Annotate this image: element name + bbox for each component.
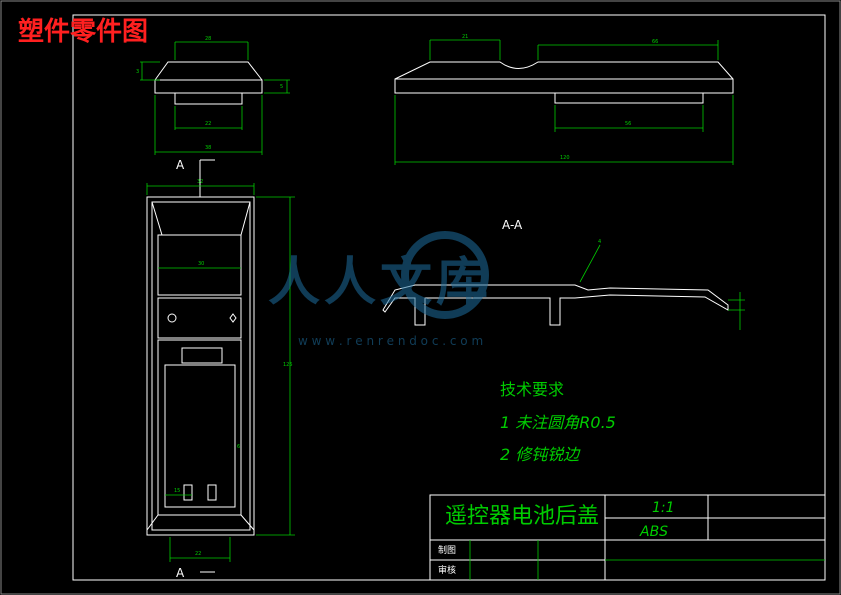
notes-item-2: 2 修钝锐边	[500, 445, 581, 464]
dim-top-overall: 38	[205, 145, 211, 151]
checked-label: 审核	[438, 564, 456, 576]
dim-plan-mid: 30	[198, 261, 204, 267]
dim-plan-width: 32	[197, 179, 203, 185]
notes-item-1: 1 未注圆角R0.5	[500, 413, 616, 432]
section-view: A-A 4	[382, 218, 745, 330]
dim-plan-right: 6	[237, 444, 240, 450]
watermark: 人人文库 w w w . r e n r e n d o c . c o m	[268, 231, 492, 348]
notes-heading: 技术要求	[500, 380, 564, 399]
watermark-url: w w w . r e n r e n d o c . c o m	[298, 334, 483, 348]
dim-plan-small: 15	[174, 488, 180, 494]
dim-side-right: 66	[652, 39, 658, 45]
section-marker-bottom: A	[176, 566, 185, 580]
technical-notes: 技术要求 1 未注圆角R0.5 2 修钝锐边	[500, 380, 616, 464]
dim-top-inner: 22	[205, 121, 211, 127]
dim-plan-height: 125	[283, 362, 293, 368]
material-value: ABS	[639, 524, 668, 540]
dim-side-left: 21	[462, 34, 468, 40]
section-marker-top: A	[176, 158, 185, 172]
scale-value: 1:1	[652, 500, 675, 516]
dim-plan-bottom: 22	[195, 551, 201, 557]
side-view: 21 66 56 120	[394, 34, 734, 165]
part-name: 遥控器电池后盖	[445, 504, 599, 529]
sheet-title: 塑件零件图	[18, 17, 148, 47]
dim-side-inner: 56	[625, 121, 631, 127]
dim-top-width: 28	[205, 36, 211, 42]
dim-section-right: 4	[598, 239, 601, 245]
plan-view: A 32 30 125 22 15 6 A	[146, 158, 295, 580]
title-block: 遥控器电池后盖 1:1 ABS 制图 审核	[429, 494, 826, 581]
watermark-brand: 人人文库	[268, 252, 492, 313]
drawn-label: 制图	[438, 544, 456, 556]
section-view-title: A-A	[502, 218, 523, 232]
dim-top-right: 5	[280, 84, 283, 90]
top-view: 28 3 5 22 38	[136, 36, 290, 155]
dim-side-overall: 120	[560, 155, 570, 161]
dim-top-side: 3	[136, 69, 139, 75]
